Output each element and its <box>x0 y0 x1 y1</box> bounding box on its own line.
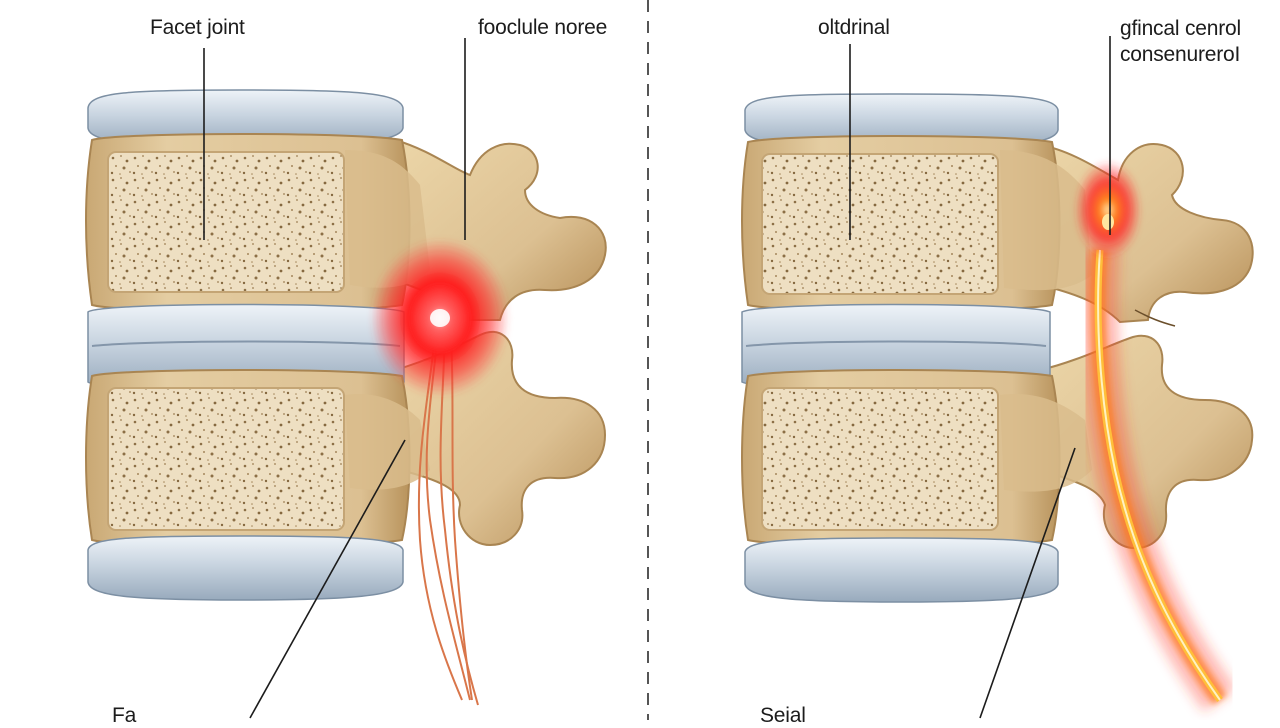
right-inflammation-glow <box>1074 160 1142 260</box>
left-lower-cancellous-bone <box>107 387 345 531</box>
label-facet-joint: Facet joint <box>150 16 245 39</box>
right-leader-lines <box>849 36 1111 719</box>
left-spine-illustration <box>85 89 607 706</box>
right-lower-cancellous-bone <box>761 387 999 531</box>
right-upper-cancellous-bone <box>761 153 999 295</box>
right-nerve-root <box>1078 248 1237 712</box>
label-spinal-canal: gfincal cenrol consenureroI <box>1120 16 1241 68</box>
left-bottom-disc <box>87 535 404 601</box>
label-spinal-canal-line2: consenureroI <box>1120 43 1241 66</box>
label-right-bottom: Seial <box>760 704 806 727</box>
left-leader-lines <box>203 38 466 719</box>
left-inflammation-glow <box>370 238 510 398</box>
label-longitudinal: oltdrinal <box>818 16 890 39</box>
label-spinal-canal-line1: gfincal cenrol <box>1120 17 1241 40</box>
right-bottom-disc <box>744 537 1059 603</box>
label-foraminal-nerve: fooclule noree <box>478 16 608 39</box>
label-left-bottom: Fa <box>112 704 137 727</box>
right-spine-illustration <box>741 93 1254 712</box>
left-upper-cancellous-bone <box>107 151 345 293</box>
